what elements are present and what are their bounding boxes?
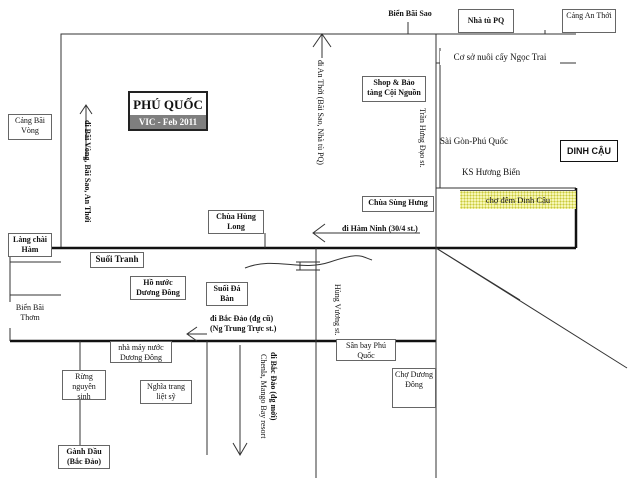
place-bien-bai-sao: Biển Bãi Sao — [362, 8, 458, 22]
place-ganh-dau: Gành Dầu (Bắc Đảo) — [58, 445, 110, 469]
place-chua-hung-long: Chùa Hùng Long — [208, 210, 264, 234]
road-ng-trung-truc: (Ng Trung Trực st.) — [210, 324, 277, 333]
map-subtitle: VIC - Feb 2011 — [130, 115, 206, 129]
place-rung-nguyen-sinh: Rừng nguyên sinh — [62, 370, 106, 401]
place-dinh-cau: DINH CẬU — [560, 140, 618, 162]
place-bien-bai-thom: Biển Bãi Thơm — [8, 302, 52, 328]
road-hung-vuong: Hùng Vương st. — [333, 284, 342, 336]
road-di-bai-vong: đi Bãi Vòng, Bãi Sao, An Thới — [83, 120, 92, 223]
road-di-ham-ninh: đi Hàm Ninh (30/4 st.) — [342, 224, 418, 233]
place-ks-huong-bien: KS Hương Biển — [462, 167, 521, 177]
place-sai-gon-phu-quoc: Sài Gòn-Phú Quốc — [440, 136, 508, 146]
place-cang-bai-vong: Cảng Bãi Vòng — [8, 114, 52, 140]
place-shop-bao-tang: Shop & Bảo tàng Cội Nguồn — [362, 76, 426, 102]
place-co-so-ngoc-trai: Cơ sở nuôi cấy Ngọc Trai — [440, 51, 560, 65]
map-title-box: PHÚ QUỐC VIC - Feb 2011 — [128, 91, 208, 131]
road-di-bac-dao-cu: đi Bắc Đảo (đg cũ) — [210, 314, 274, 323]
road-chenla-mango: Chenla, Mango Bay resort — [259, 354, 268, 439]
place-nha-may-nuoc: nhà máy nước Dương Đông — [110, 341, 172, 363]
place-cho-duong-dong: Chợ Dương Đông — [392, 368, 436, 408]
place-cang-an-thoi: Cảng An Thới — [562, 9, 616, 33]
place-suoi-tranh: Suối Tranh — [90, 252, 144, 268]
road-di-an-thoi: đi An Thới (Bãi Sao, Nhà tù PQ) — [316, 60, 325, 165]
place-chua-sung-hung: Chùa Sùng Hưng — [362, 196, 434, 212]
map-title: PHÚ QUỐC — [133, 97, 203, 112]
place-cho-dem-dinh-cau: chợ đêm Dinh Cậu — [460, 190, 576, 209]
place-nha-tu-pq: Nhà tù PQ — [458, 9, 514, 33]
road-tran-hung-dao: Trần Hưng Đạo st. — [418, 108, 427, 168]
place-ho-nuoc-duong-dong: Hồ nước Dương Đông — [130, 276, 186, 300]
place-nghia-trang: Nghĩa trang liệt sỹ — [140, 380, 192, 404]
place-san-bay: Sân bay Phú Quốc — [336, 339, 396, 361]
place-lang-chai-ham: Làng chài Hàm — [8, 233, 52, 257]
place-suoi-da-ban: Suối Đá Bàn — [206, 282, 248, 306]
road-di-bac-dao-moi: đi Bắc Đảo (đg mới) — [269, 352, 278, 421]
